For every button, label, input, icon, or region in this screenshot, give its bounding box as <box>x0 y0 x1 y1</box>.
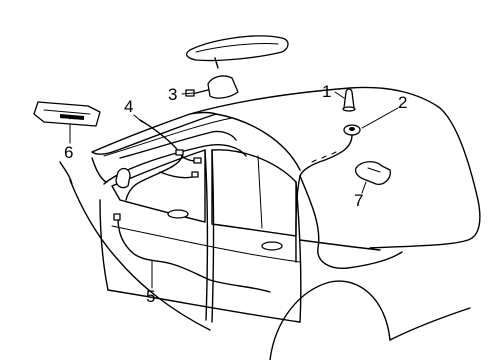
callout-3: 3 <box>168 85 177 104</box>
bracket <box>354 161 391 185</box>
callout-2: 2 <box>398 93 407 112</box>
control-module <box>33 101 101 127</box>
callout-4: 4 <box>124 97 133 116</box>
antenna-cable <box>295 134 403 269</box>
vehicle-body <box>59 86 481 360</box>
callout-1: 1 <box>322 82 331 101</box>
callout-7: 7 <box>354 191 363 210</box>
rearview-mirror <box>185 35 289 69</box>
antenna-mast <box>342 88 356 112</box>
mirror-sensor-module <box>185 75 239 99</box>
callout-6: 6 <box>64 143 73 162</box>
leader-lines <box>69 91 399 289</box>
callout-5: 5 <box>146 287 155 306</box>
antenna-base <box>343 124 361 136</box>
antenna-lead-5 <box>113 213 271 293</box>
wiring-harness-4 <box>125 119 202 201</box>
